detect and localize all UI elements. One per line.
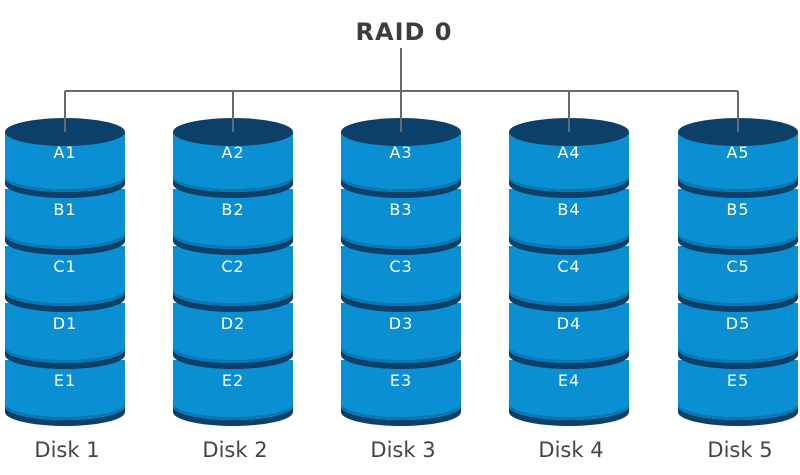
block-b5: B5 xyxy=(678,189,798,255)
connector-tree xyxy=(64,48,739,132)
block-label: A3 xyxy=(389,143,412,162)
block-label: E2 xyxy=(222,371,244,390)
block-c4: C4 xyxy=(509,246,629,312)
block-e3: E3 xyxy=(341,360,461,426)
block-label: D5 xyxy=(726,314,751,333)
block-label: B3 xyxy=(389,200,412,219)
block-c2: C2 xyxy=(173,246,293,312)
block-c5: C5 xyxy=(678,246,798,312)
block-label: E3 xyxy=(390,371,412,390)
block-label: C3 xyxy=(389,257,412,276)
block-b4: B4 xyxy=(509,189,629,255)
disk-label: Disk 5 xyxy=(707,438,772,462)
block-label: C1 xyxy=(53,257,76,276)
block-label: D3 xyxy=(389,314,414,333)
block-label: A5 xyxy=(726,143,749,162)
block-d1: D1 xyxy=(5,303,125,369)
disk-label: Disk 1 xyxy=(34,438,99,462)
block-label: E1 xyxy=(54,371,76,390)
block-d3: D3 xyxy=(341,303,461,369)
block-c3: C3 xyxy=(341,246,461,312)
block-label: D4 xyxy=(557,314,582,333)
block-label: B2 xyxy=(221,200,244,219)
disk-label: Disk 3 xyxy=(370,438,435,462)
block-label: A4 xyxy=(557,143,580,162)
block-e5: E5 xyxy=(678,360,798,426)
block-b2: B2 xyxy=(173,189,293,255)
block-a4: A4 xyxy=(509,118,629,198)
block-e2: E2 xyxy=(173,360,293,426)
block-label: A1 xyxy=(53,143,76,162)
block-e4: E4 xyxy=(509,360,629,426)
block-label: C4 xyxy=(557,257,580,276)
block-label: D2 xyxy=(221,314,246,333)
block-label: B1 xyxy=(53,200,76,219)
block-label: E5 xyxy=(727,371,749,390)
block-label: D1 xyxy=(53,314,78,333)
block-label: C5 xyxy=(726,257,749,276)
disk-label: Disk 2 xyxy=(202,438,267,462)
block-c1: C1 xyxy=(5,246,125,312)
block-a2: A2 xyxy=(173,118,293,198)
diagram-title: RAID 0 xyxy=(356,18,453,46)
block-d2: D2 xyxy=(173,303,293,369)
block-label: C2 xyxy=(221,257,244,276)
block-label: E4 xyxy=(558,371,580,390)
block-b3: B3 xyxy=(341,189,461,255)
block-a3: A3 xyxy=(341,118,461,198)
block-e1: E1 xyxy=(5,360,125,426)
block-label: B5 xyxy=(726,200,749,219)
block-d4: D4 xyxy=(509,303,629,369)
block-d5: D5 xyxy=(678,303,798,369)
block-label: A2 xyxy=(221,143,244,162)
block-b1: B1 xyxy=(5,189,125,255)
block-label: B4 xyxy=(557,200,580,219)
disk-label: Disk 4 xyxy=(538,438,603,462)
